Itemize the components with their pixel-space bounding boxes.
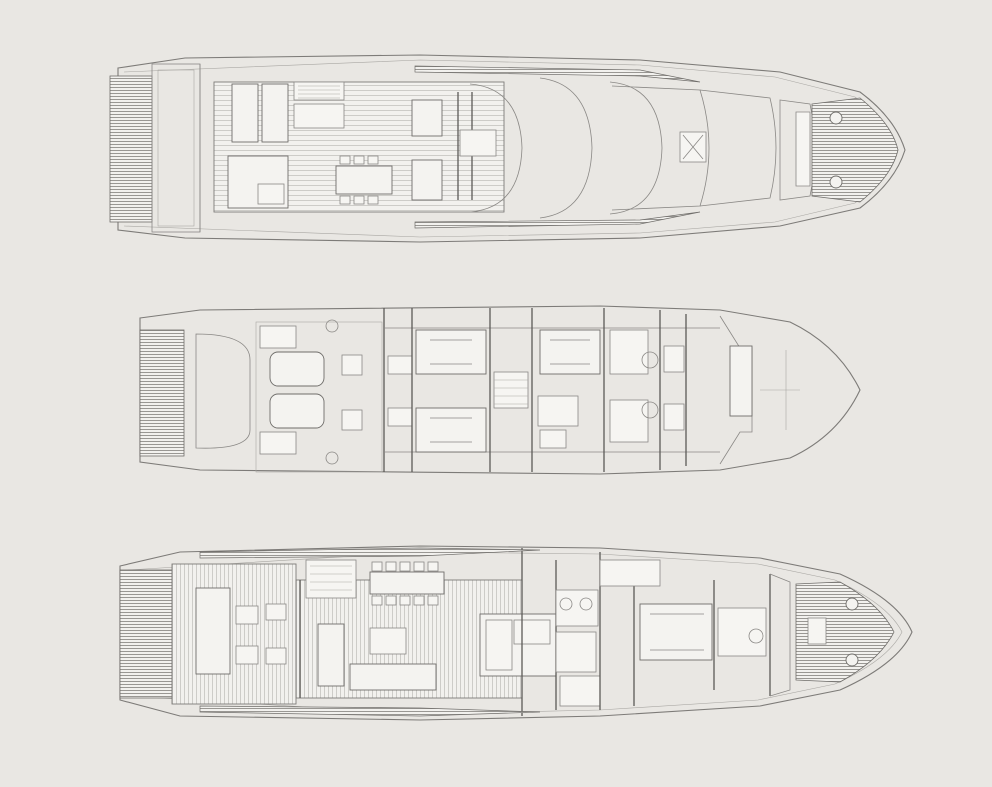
crew-bunk bbox=[729, 345, 753, 417]
engine-port bbox=[269, 351, 325, 387]
master-cabin bbox=[539, 329, 601, 375]
main-swim-platform bbox=[119, 569, 173, 699]
sunbed bbox=[231, 83, 259, 143]
side-stairs bbox=[305, 559, 357, 599]
lower-swim-platform bbox=[139, 329, 185, 457]
engine-starboard bbox=[269, 393, 325, 429]
saloon-dining-table bbox=[369, 571, 445, 595]
guest-cabin-double bbox=[415, 329, 487, 375]
tender-garage bbox=[195, 333, 251, 449]
saloon-sofa-port bbox=[317, 623, 345, 687]
helm-console bbox=[459, 129, 497, 157]
lower-deck-plan bbox=[139, 305, 861, 475]
aft-cockpit-teak bbox=[171, 563, 297, 705]
swim-platform-teak bbox=[109, 75, 153, 223]
foredeck-teak bbox=[811, 97, 899, 203]
aft-sofa bbox=[195, 587, 231, 675]
dining-table bbox=[335, 165, 393, 195]
flybridge-plan bbox=[109, 54, 906, 243]
main-foredeck-teak bbox=[795, 581, 895, 683]
main-deck-plan bbox=[119, 545, 913, 721]
stair-well bbox=[493, 371, 529, 409]
vip-cabin bbox=[639, 603, 713, 661]
saloon-sofa-starboard bbox=[349, 663, 437, 691]
coffee-table bbox=[369, 627, 407, 655]
guest-cabin-double-2 bbox=[415, 407, 487, 453]
